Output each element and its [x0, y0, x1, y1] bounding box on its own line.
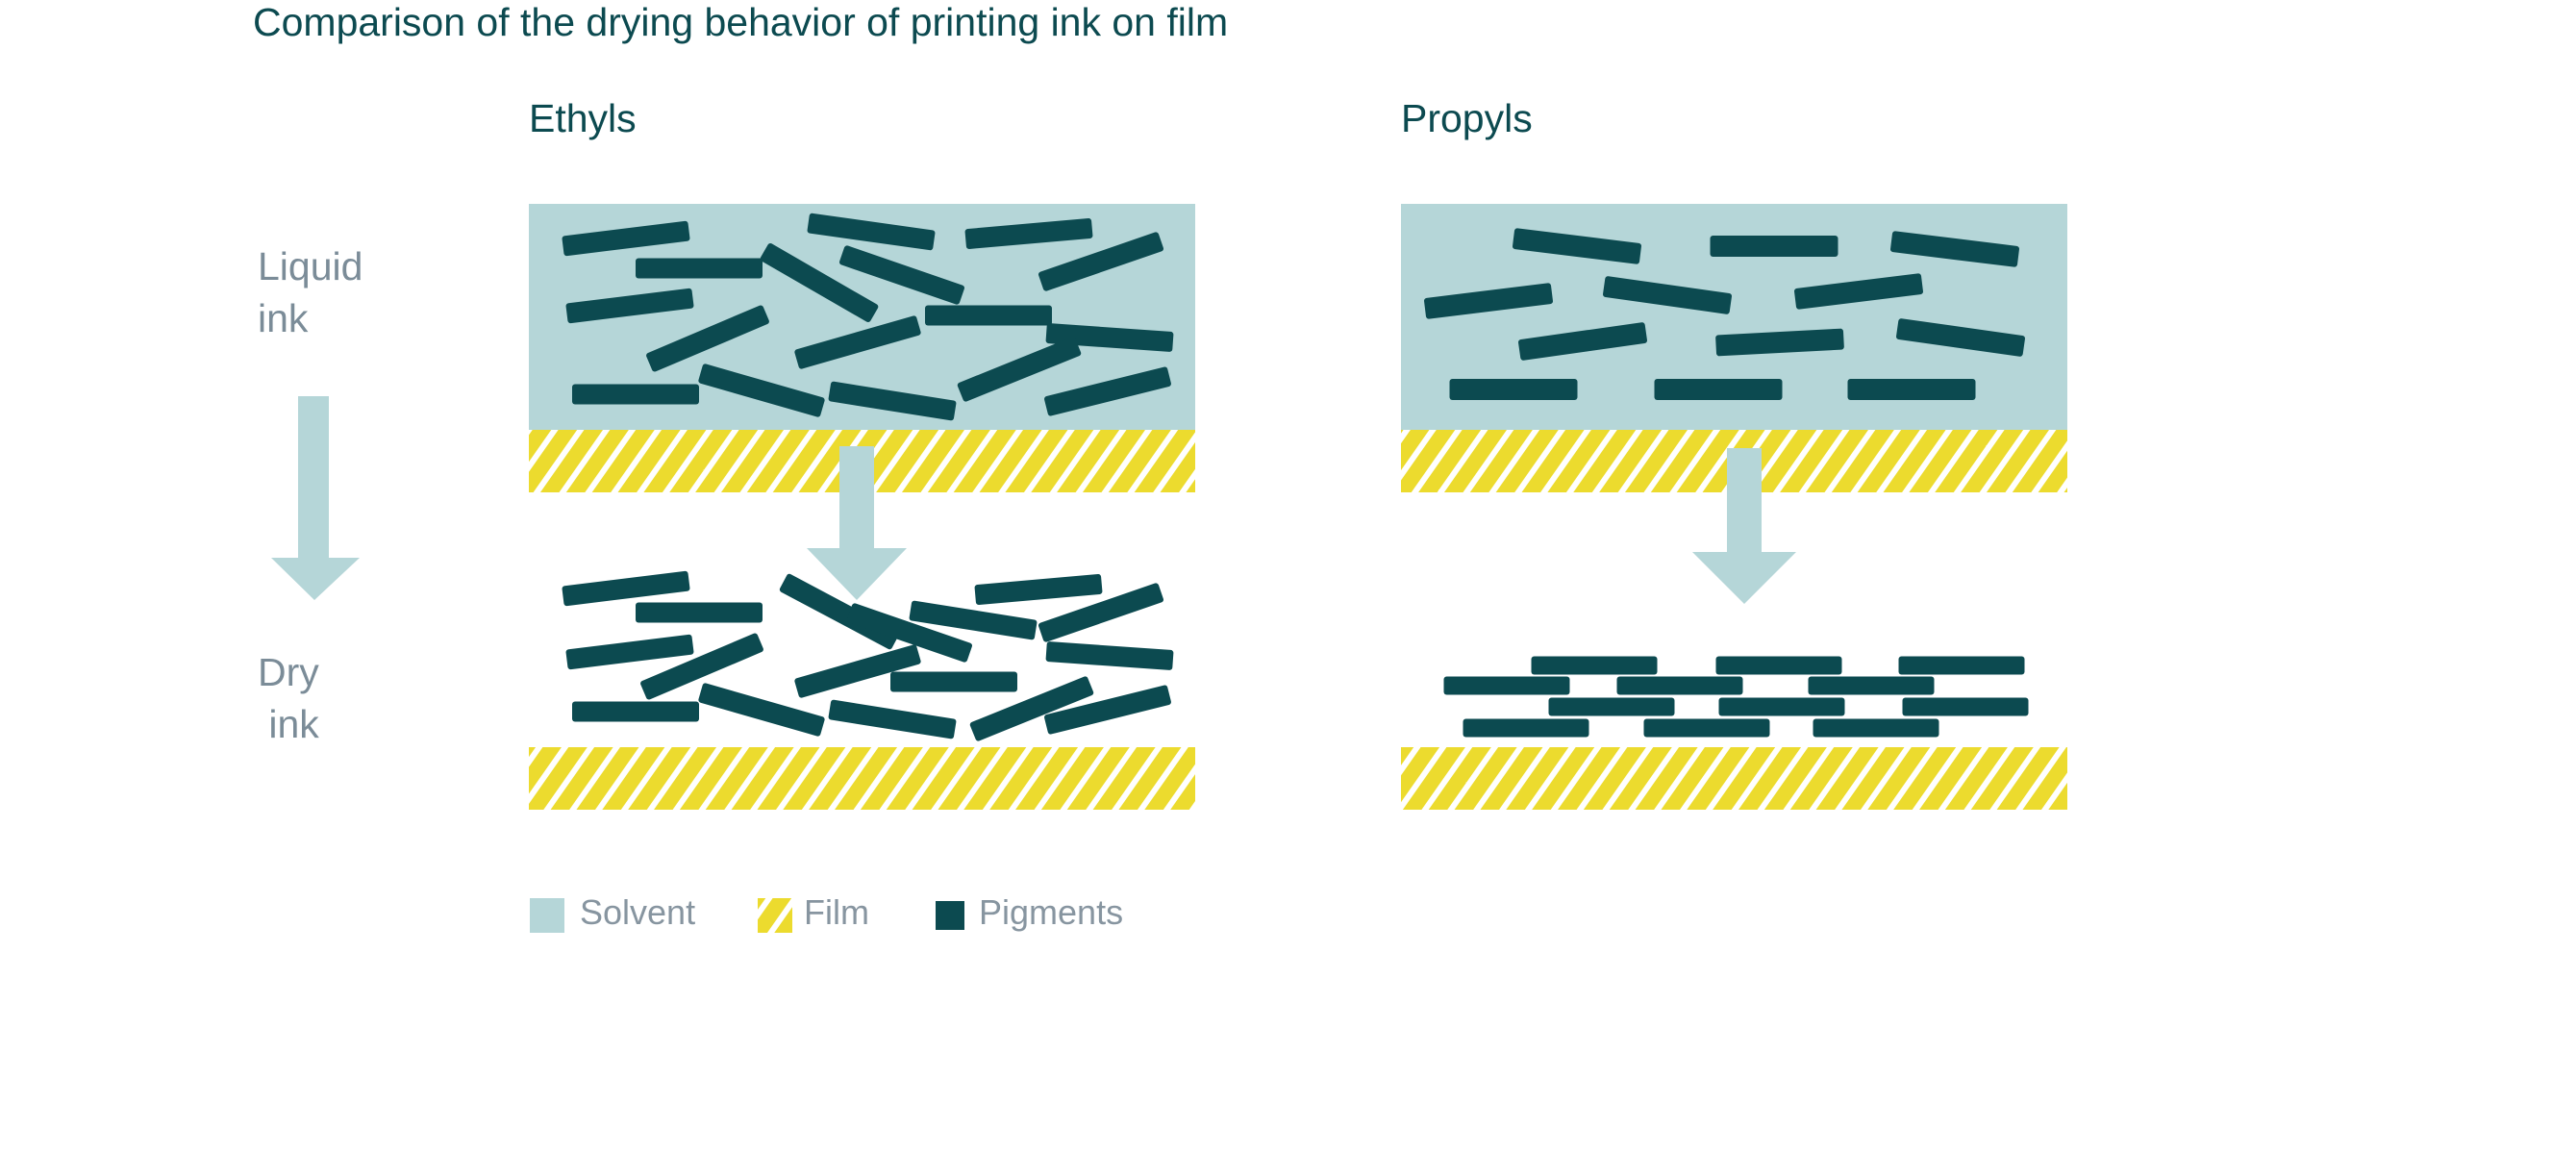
propyls-dry-pigments: [1443, 656, 2029, 738]
pigment-particle: [890, 671, 1017, 692]
pigment-particle: [565, 288, 694, 324]
pigment-particle: [1038, 232, 1164, 291]
pigment-particle: [846, 603, 973, 663]
ethyls-column-title: Ethyls: [529, 96, 637, 140]
pigment-particle: [562, 570, 690, 607]
pigment-particle: [794, 315, 921, 369]
legend-pigments-label: Pigments: [979, 892, 1124, 932]
pigment-particle: [1902, 697, 2029, 716]
propyls-dry-film: [1401, 747, 2067, 810]
propyls-liquid-pigments: [1423, 228, 2025, 400]
propyls-column-title: Propyls: [1401, 96, 1533, 140]
pigment-particle: [1531, 656, 1658, 675]
pigment-particle: [1896, 318, 2025, 357]
diagram-title: Comparison of the drying behavior of pri…: [253, 0, 1229, 44]
process-direction-arrow: [271, 396, 360, 600]
pigment-particle: [1715, 656, 1842, 675]
pigment-particle: [572, 384, 699, 405]
pigment-particle: [974, 574, 1103, 605]
pigment-particle: [1038, 583, 1164, 642]
pigment-particle: [1616, 676, 1743, 695]
legend-film-label: Film: [804, 892, 869, 932]
pigment-particle: [1463, 718, 1589, 738]
pigment-particle: [1518, 322, 1647, 361]
pigment-particle: [1045, 641, 1174, 670]
pigment-particle: [640, 633, 763, 700]
pigment-particle: [1603, 276, 1732, 314]
pigment-particle: [807, 213, 936, 251]
ethyls-dry-film: [529, 747, 1195, 810]
pigment-particle: [1449, 379, 1578, 400]
pigment-particle: [698, 363, 825, 417]
pigment-particle: [964, 218, 1093, 249]
legend-solvent-swatch: [530, 898, 564, 933]
liquid-ink-label: Liquid ink: [258, 244, 363, 340]
pigment-particle: [1847, 379, 1976, 400]
pigment-particle: [562, 220, 690, 257]
pigment-particle: [1044, 366, 1171, 416]
pigment-particle: [828, 381, 957, 421]
pigment-particle: [1718, 697, 1845, 716]
pigment-particle: [1813, 718, 1939, 738]
pigment-particle: [1044, 685, 1171, 735]
pigment-particle: [1548, 697, 1675, 716]
pigment-particle: [565, 634, 694, 670]
pigment-particle: [957, 337, 1082, 402]
pigment-particle: [1889, 231, 2020, 267]
pigment-particle: [838, 245, 965, 305]
pigment-particle: [1643, 718, 1770, 738]
legend-solvent-label: Solvent: [580, 892, 696, 932]
pigment-particle: [1710, 236, 1838, 257]
pigment-particle: [572, 701, 699, 722]
ethyls-drying-arrow: [807, 446, 907, 600]
ethyls-dry-pigments: [562, 570, 1174, 741]
pigment-particle: [1654, 379, 1783, 400]
pigment-particle: [646, 305, 769, 372]
pigment-particle: [828, 699, 957, 739]
pigment-particle: [1443, 676, 1570, 695]
pigment-particle: [1808, 676, 1935, 695]
dry-ink-label: Dry ink: [258, 650, 319, 746]
pigment-particle: [1715, 328, 1844, 357]
pigment-particle: [636, 258, 763, 279]
pigment-particle: [1423, 283, 1554, 319]
pigment-particle: [1793, 273, 1924, 310]
pigment-particle: [1512, 228, 1642, 264]
pigment-particle: [969, 676, 1094, 741]
pigment-particle: [794, 644, 921, 698]
pigment-particle: [1898, 656, 2025, 675]
pigment-particle: [698, 683, 825, 737]
legend-film-swatch: [758, 898, 792, 933]
ethyls-liquid-pigments: [562, 213, 1174, 421]
legend-pigments-swatch: [936, 901, 964, 930]
pigment-particle: [909, 600, 1038, 640]
pigment-particle: [925, 305, 1052, 326]
pigment-particle: [636, 602, 763, 623]
pigment-particle: [760, 243, 879, 322]
pigment-particle: [779, 573, 900, 650]
propyls-drying-arrow: [1692, 448, 1796, 604]
